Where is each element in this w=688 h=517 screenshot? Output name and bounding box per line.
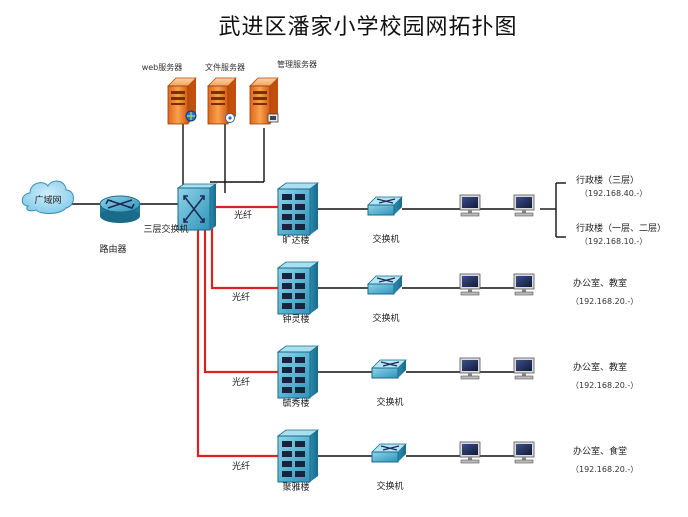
file-server-icon [207, 77, 237, 125]
building-label: 钟灵楼 [282, 313, 309, 325]
switch-icon [371, 359, 407, 379]
target-name: 办公室、教室 [573, 361, 627, 373]
web-server-label: web服务器 [142, 62, 183, 72]
target-ip: （192.168.20.-） [571, 297, 638, 306]
target-ip: （192.168.20.-） [571, 465, 638, 474]
wan-cloud-icon: 广域网 [21, 180, 74, 214]
pc-icon [513, 194, 535, 217]
building-icon [276, 345, 320, 399]
router-icon [99, 195, 141, 223]
pc-icon [459, 273, 481, 296]
switch-icon [367, 196, 403, 216]
building-label: 旷达楼 [282, 234, 309, 246]
building-icon [276, 182, 320, 236]
pc-icon [513, 273, 535, 296]
target-name: 行政楼（三层） [576, 174, 639, 186]
core-switch-label: 三层交换机 [143, 223, 188, 235]
building-row: 钟灵楼 交换机 [276, 261, 535, 325]
target-name: 办公室、教室 [573, 277, 627, 289]
fiber-label-3: 光纤 [232, 376, 250, 388]
admin-server-label: 管理服务器 [277, 59, 317, 69]
router-label: 路由器 [99, 243, 126, 255]
building-icon [276, 429, 320, 483]
links-black [70, 124, 566, 457]
pc-icon [459, 441, 481, 464]
core-switch-icon [176, 183, 218, 231]
pc-icon [459, 194, 481, 217]
page-title: 武进区潘家小学校园网拓扑图 [218, 15, 517, 40]
file-server-label: 文件服务器 [205, 62, 245, 72]
building-row: 毓秀楼 交换机 [276, 345, 535, 409]
building-row: 旷达楼 交换机 [276, 182, 535, 246]
building-icon [276, 261, 320, 315]
switch-label: 交换机 [372, 233, 399, 245]
switch-label: 交换机 [376, 396, 403, 408]
target-name: 办公室、食堂 [573, 445, 627, 457]
pc-icon [459, 357, 481, 380]
fiber-label-4: 光纤 [232, 460, 250, 472]
target-ip: （192.168.20.-） [571, 381, 638, 390]
building-rows: 旷达楼交换机钟灵楼交换机毓秀楼交换机聚雅楼交换机 [276, 182, 535, 493]
web-server-icon [167, 77, 197, 125]
fiber-links [196, 205, 278, 458]
switch-icon [371, 443, 407, 463]
building-label: 毓秀楼 [282, 397, 309, 409]
switch-label: 交换机 [372, 312, 399, 324]
building-row: 聚雅楼 交换机 [276, 429, 535, 493]
switch-label: 交换机 [376, 480, 403, 492]
wan-label: 广域网 [34, 194, 61, 206]
building-label: 聚雅楼 [282, 481, 309, 493]
targets: 行政楼（三层） （192.168.40.-） 行政楼（一层、二层） （192.1… [571, 174, 666, 474]
pc-icon [513, 441, 535, 464]
target-ip: （192.168.40.-） [580, 189, 647, 198]
admin-server-icon [249, 77, 279, 125]
target-name: 行政楼（一层、二层） [576, 222, 666, 234]
target-ip: （192.168.10.-） [580, 237, 647, 246]
fiber-label-2: 光纤 [232, 291, 250, 303]
fiber-label-1: 光纤 [234, 209, 252, 221]
switch-icon [367, 275, 403, 295]
pc-icon [513, 357, 535, 380]
